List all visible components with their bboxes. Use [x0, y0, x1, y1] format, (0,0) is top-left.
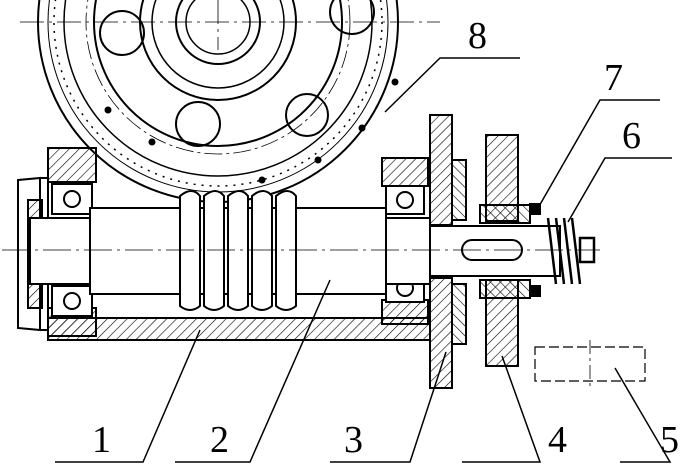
- left-bearing: [51, 183, 93, 317]
- callout-1: 1: [92, 419, 111, 461]
- callout-8: 8: [468, 15, 487, 57]
- callout-3: 3: [344, 419, 363, 461]
- right-bearing: [385, 185, 425, 303]
- leader-lines: [55, 57, 672, 463]
- callout-7: 7: [604, 57, 623, 99]
- phantom-part: [534, 346, 646, 382]
- callout-5: 5: [660, 419, 679, 461]
- callout-6: 6: [622, 115, 641, 157]
- flange: [429, 114, 467, 389]
- callout-2: 2: [210, 419, 229, 461]
- callout-4: 4: [548, 419, 567, 461]
- worm-threads: [179, 190, 297, 311]
- disc: [479, 134, 531, 367]
- retaining-ring: [529, 203, 541, 297]
